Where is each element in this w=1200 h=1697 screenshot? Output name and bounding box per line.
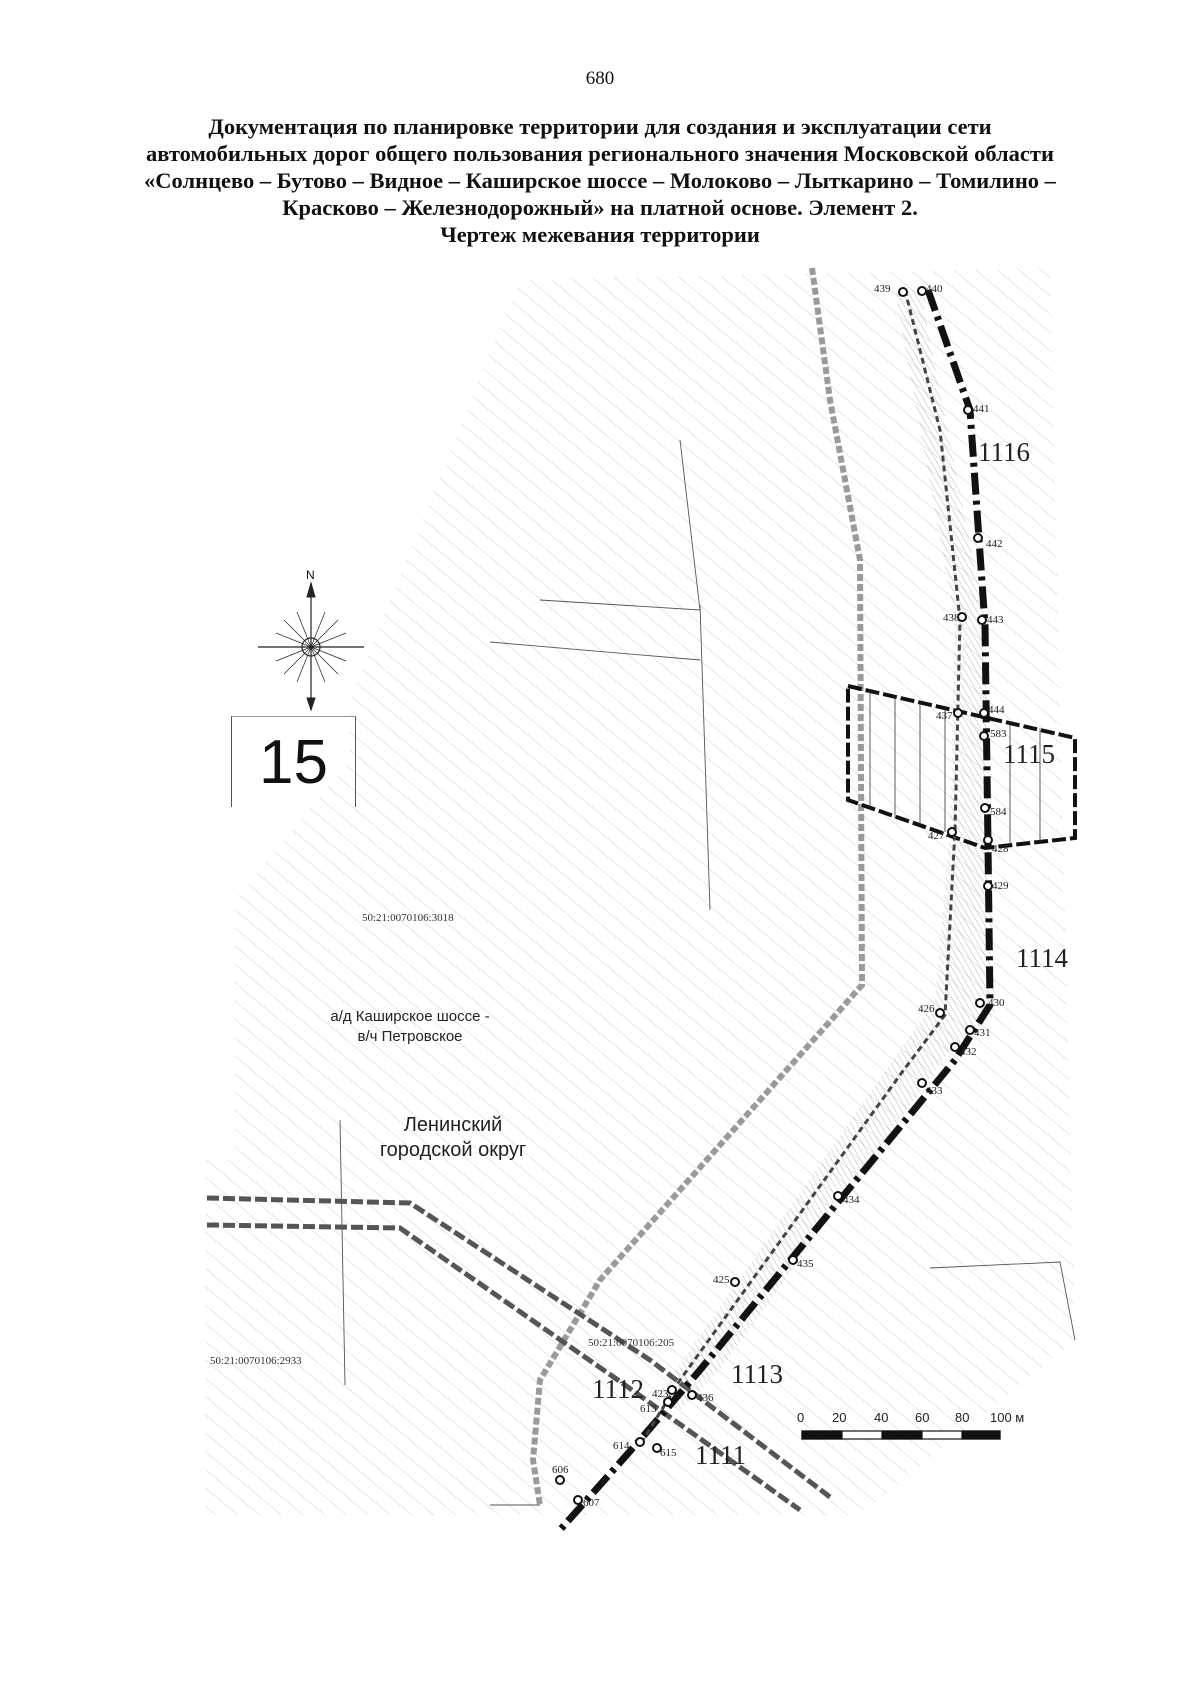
scale-tick: 60	[915, 1410, 930, 1425]
road-label-line: в/ч Петровское	[357, 1028, 463, 1045]
point-label: 423	[652, 1388, 669, 1400]
transverse-road	[206, 1195, 832, 1513]
existing-road	[529, 267, 866, 1506]
point-label: 431	[974, 1027, 991, 1039]
scale-tick: 80	[955, 1410, 970, 1425]
row-corridor	[655, 290, 995, 1410]
scale-tick: 20	[832, 1410, 847, 1425]
point-label: 441	[973, 403, 990, 415]
title-line: Документация по планировке территории дл…	[208, 114, 992, 139]
point-label: 607	[583, 1497, 600, 1509]
boundary-points	[555, 286, 993, 1505]
district-label: Ленинский городской округ	[363, 1113, 543, 1163]
cadastral-number: 50:21:0070106:3018	[362, 912, 454, 924]
point-label: 435	[797, 1258, 814, 1270]
point-label: 429	[992, 880, 1009, 892]
point-label: 432	[960, 1046, 977, 1058]
road-label-line: а/д Каширское шоссе -	[330, 1008, 490, 1025]
zone-label: 1113	[731, 1359, 783, 1389]
zone-label: 1116	[978, 437, 1030, 467]
title-line: автомобильных дорог общего пользования р…	[146, 141, 1054, 166]
building-block	[846, 683, 1077, 851]
scale-tick: 0	[797, 1410, 805, 1425]
page-number: 680	[585, 68, 615, 89]
zone-label: 1112	[592, 1374, 644, 1404]
point-label: 433	[926, 1085, 943, 1097]
point-label: 614	[613, 1440, 630, 1452]
district-label-line: городской округ	[379, 1139, 527, 1161]
point-label: 606	[552, 1464, 569, 1476]
point-label: 430	[988, 997, 1005, 1009]
point-label: 436	[697, 1392, 714, 1404]
zone-label: 1114	[1016, 943, 1068, 973]
title-line: Чертеж межевания территории	[440, 222, 760, 247]
point-label: 584	[990, 806, 1007, 818]
cadastral-number: 50:21:0070106:205	[588, 1337, 675, 1349]
cadastral-number: 50:21:0070106:2933	[210, 1355, 302, 1367]
document-title: Документация по планировке территории дл…	[140, 113, 1060, 248]
zone-label: 1115	[1003, 739, 1055, 769]
scale-tick: 40	[874, 1410, 889, 1425]
district-label-line: Ленинский	[403, 1114, 503, 1136]
point-label: 426	[918, 1003, 935, 1015]
planned-road-boundary	[557, 288, 994, 1533]
road-label: а/д Каширское шоссе - в/ч Петровское	[310, 1007, 510, 1047]
point-label: 444	[988, 704, 1005, 716]
scale-tick: 100 м	[990, 1410, 1025, 1425]
point-label: 438	[943, 612, 960, 624]
zone-label: 1111	[695, 1440, 746, 1470]
point-label: 427	[928, 830, 945, 842]
point-label: 615	[660, 1447, 677, 1459]
title-line: Красково – Железнодорожный» на платной о…	[282, 195, 918, 220]
point-label: 613	[640, 1403, 657, 1415]
point-label: 425	[713, 1274, 730, 1286]
point-label: 439	[874, 283, 891, 295]
point-label: 434	[843, 1194, 860, 1206]
point-label: 442	[986, 538, 1003, 550]
point-label: 583	[990, 728, 1007, 740]
parcel-boundaries	[339, 439, 1076, 1506]
point-label: 443	[987, 614, 1004, 626]
compass-rose-icon	[258, 581, 364, 712]
point-label: 437	[936, 710, 953, 722]
point-label: 440	[926, 283, 943, 295]
building-block-lines	[869, 690, 1041, 845]
scale-bar	[801, 1430, 1001, 1440]
title-line: «Солнцево – Бутово – Видное – Каширское …	[144, 168, 1056, 193]
north-label: N	[306, 568, 315, 582]
sheet-number: 15	[231, 716, 356, 807]
point-label: 428	[992, 843, 1009, 855]
